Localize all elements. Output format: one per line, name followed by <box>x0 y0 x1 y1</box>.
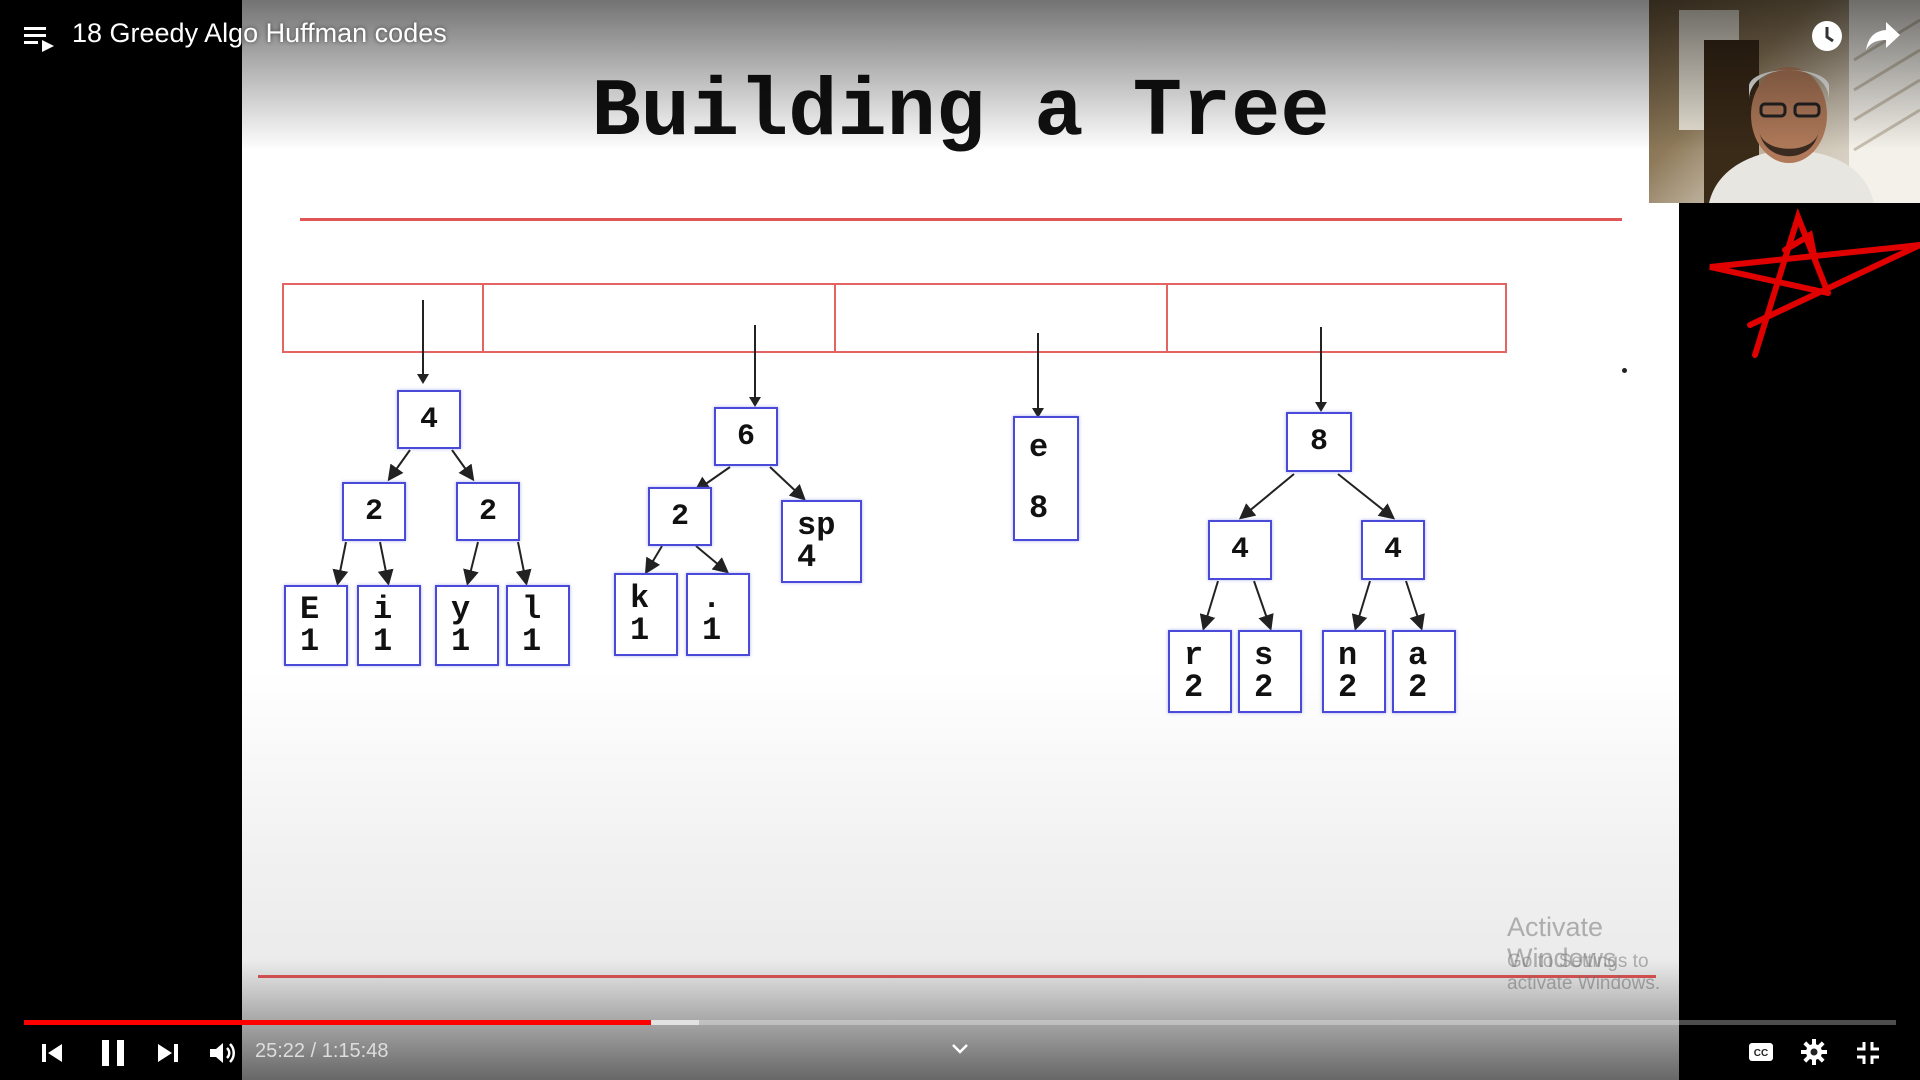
share-arrow-icon[interactable] <box>1866 22 1900 50</box>
time-display: 25:22 / 1:15:48 <box>255 1040 389 1062</box>
queue-pointer-arrow <box>417 300 429 384</box>
exit-fullscreen-icon[interactable] <box>1856 1041 1880 1065</box>
settings-gear-icon[interactable] <box>1801 1039 1827 1065</box>
progress-bar-track[interactable] <box>24 1020 1896 1025</box>
queue-pointer-arrow <box>1315 327 1327 412</box>
queue-pointer-arrow <box>749 325 761 407</box>
queue-pointer-arrow <box>1032 333 1044 418</box>
previous-icon[interactable] <box>40 1042 64 1064</box>
pause-icon[interactable] <box>98 1038 128 1068</box>
progress-bar-played <box>24 1020 651 1025</box>
tree-node: 2 <box>456 482 520 541</box>
svg-text:CC: CC <box>1754 1048 1768 1059</box>
clock-icon[interactable] <box>1811 20 1843 52</box>
stray-dot <box>1622 368 1627 373</box>
tree-node: 4 <box>1361 520 1425 580</box>
slide-top-rule <box>300 218 1622 221</box>
volume-icon[interactable] <box>208 1040 236 1066</box>
tree-leaf: .1 <box>686 573 750 656</box>
tree-node: 8 <box>1286 412 1352 472</box>
windows-activation-watermark-detail: Go to Settings to activate Windows. <box>1507 951 1661 994</box>
next-icon[interactable] <box>156 1042 180 1064</box>
tree-edges <box>332 449 1425 631</box>
queue-cell <box>1166 283 1507 353</box>
tree-node: 2 <box>648 487 712 546</box>
video-title[interactable]: 18 Greedy Algo Huffman codes <box>72 18 447 48</box>
tree-node: 2 <box>342 482 406 541</box>
closed-captions-icon[interactable]: CC <box>1748 1042 1774 1062</box>
tree-node: 4 <box>1208 520 1272 580</box>
red-star-annotation <box>1709 207 1920 358</box>
chevron-down-icon[interactable] <box>950 1042 970 1056</box>
tree-node: 4 <box>397 390 461 449</box>
video-frame-slide: Building a Tree <box>242 0 1679 1080</box>
tree-node: 6 <box>714 407 778 466</box>
playlist-icon[interactable] <box>24 24 56 52</box>
